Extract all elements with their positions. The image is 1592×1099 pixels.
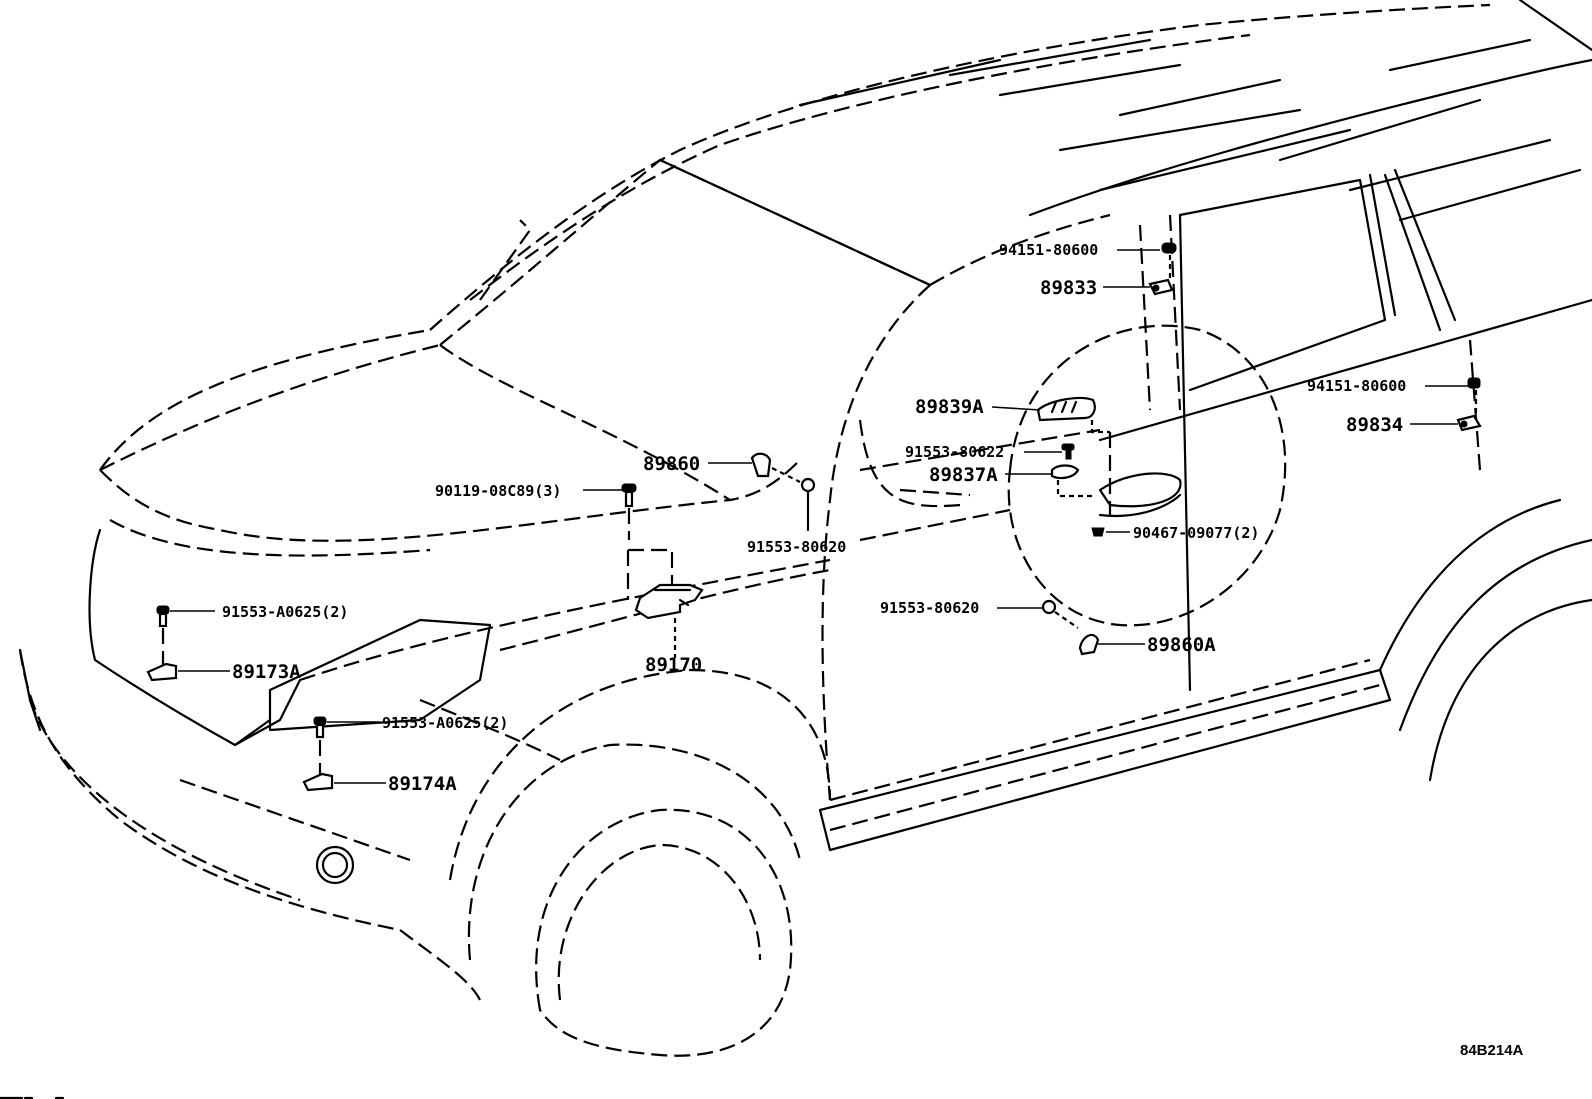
part-sensor-89839a[interactable] (1036, 396, 1110, 434)
part-airbag-sensor-89170[interactable] (626, 548, 704, 658)
callout-91553-a0625-front[interactable]: 91553-A0625(2) (222, 603, 348, 621)
part-bolt-91553-80620-mid[interactable] (1041, 599, 1079, 629)
callout-94151-80600-upper[interactable]: 94151-80600 (999, 241, 1098, 259)
part-sensor-89837a[interactable] (1050, 432, 1112, 520)
part-sensor-89860a[interactable] (1078, 633, 1100, 656)
callout-90467-09077[interactable]: 90467-09077(2) (1133, 524, 1259, 542)
callout-89174a[interactable]: 89174A (388, 773, 457, 795)
callout-89833[interactable]: 89833 (1040, 277, 1097, 299)
diagram-reference-code: 84B214A (1460, 1042, 1524, 1059)
part-clip-90467-09077[interactable] (1091, 527, 1105, 537)
callout-90119-08c89[interactable]: 90119-08C89(3) (435, 482, 561, 500)
part-sensor-89833[interactable] (1148, 278, 1174, 296)
callout-89170[interactable]: 89170 (645, 654, 702, 676)
part-bolt-91553-80622[interactable] (1061, 443, 1075, 460)
callout-91553-80620-upper[interactable]: 91553-80620 (747, 538, 846, 556)
callout-91553-80622[interactable]: 91553-80622 (905, 443, 1004, 461)
leader-lines (170, 249, 1468, 784)
callout-89837a[interactable]: 89837A (929, 464, 998, 486)
callout-89860[interactable]: 89860 (643, 453, 700, 475)
callout-labels: 94151-80600 89833 94151-80600 89834 8983… (222, 241, 1524, 1059)
part-nut-94151-80600-upper[interactable] (1161, 242, 1177, 278)
parts (146, 242, 1482, 792)
part-sensor-89834[interactable] (1456, 414, 1482, 432)
part-sensor-89173a[interactable] (146, 662, 178, 682)
part-nut-94151-80600-right[interactable] (1467, 377, 1481, 415)
callout-89860a[interactable]: 89860A (1147, 634, 1216, 656)
part-bolt-91553-a0625-front[interactable] (156, 605, 170, 665)
part-bolt-91553-a0625-lower[interactable] (313, 716, 327, 775)
part-sensor-89860[interactable] (750, 452, 801, 483)
callout-89834[interactable]: 89834 (1346, 414, 1403, 436)
callout-91553-a0625-lower[interactable]: 91553-A0625(2) (382, 714, 508, 732)
callout-94151-80600-right[interactable]: 94151-80600 (1307, 377, 1406, 395)
callout-91553-80620-mid[interactable]: 91553-80620 (880, 599, 979, 617)
part-sensor-89174a[interactable] (302, 772, 334, 792)
callout-89173a[interactable]: 89173A (232, 661, 301, 683)
part-bolt-91553-80620-upper[interactable] (800, 477, 816, 532)
vehicle-body-outline (18, 0, 1592, 1057)
callout-89839a[interactable]: 89839A (915, 396, 984, 418)
part-bolt-90119-08c89[interactable] (621, 483, 637, 540)
